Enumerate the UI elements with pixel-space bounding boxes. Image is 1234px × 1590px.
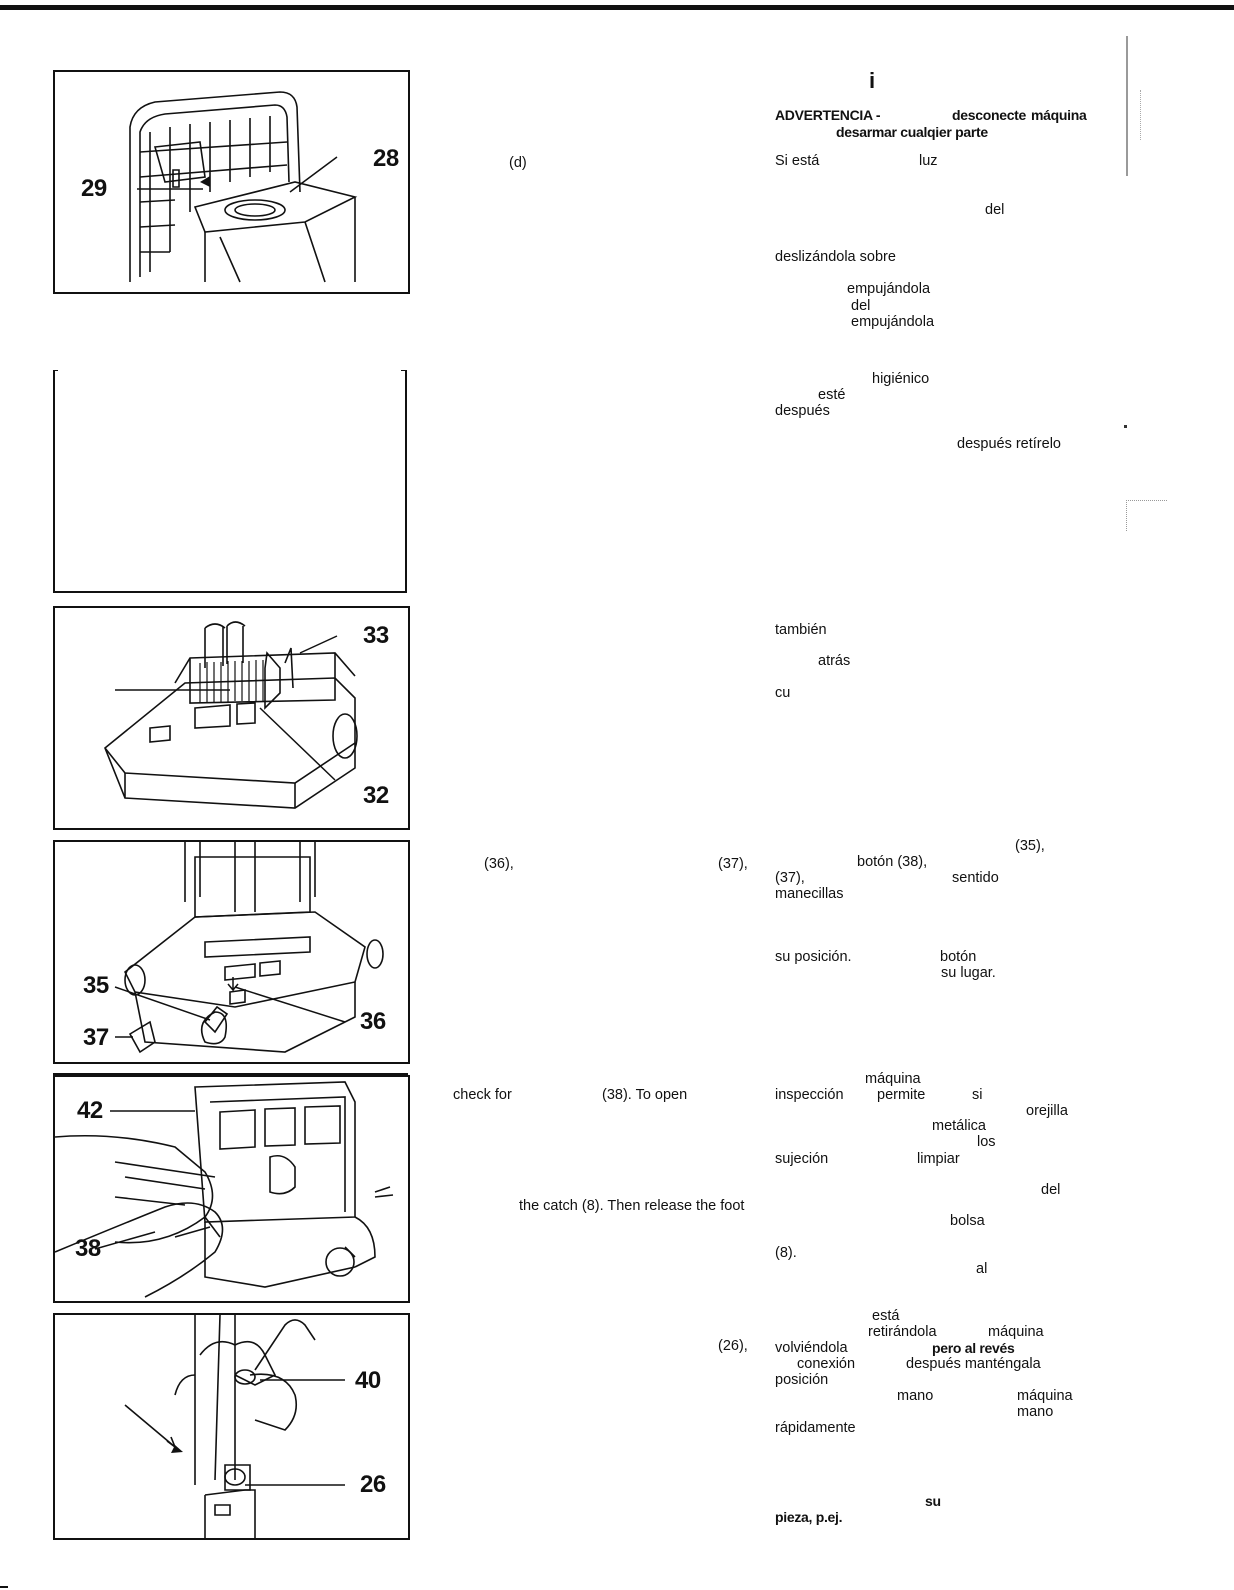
callout-40: 40	[355, 1367, 381, 1394]
spanish-text: (8).	[775, 1245, 797, 1261]
callout-32: 32	[363, 782, 389, 809]
bottom-mark	[0, 1586, 8, 1588]
bracket-left-full	[53, 380, 55, 592]
spanish-text: máquina	[1017, 1388, 1073, 1404]
spanish-text: máquina	[865, 1071, 921, 1087]
english-text: the catch (8). Then release the foot	[519, 1198, 745, 1214]
spanish-text: rápidamente	[775, 1420, 856, 1436]
callout-26: 26	[360, 1471, 386, 1498]
callout-33: 33	[363, 622, 389, 649]
spanish-text: mano	[897, 1388, 934, 1404]
spanish-text: luz	[919, 153, 938, 169]
spanish-text: (37),	[775, 870, 805, 886]
spanish-text: sentido	[952, 870, 999, 886]
spanish-text: higiénico	[872, 371, 930, 387]
spanish-text: volviéndola	[775, 1340, 848, 1356]
scan-noise	[1124, 425, 1127, 428]
spanish-text: si	[972, 1087, 983, 1103]
callout-29: 29	[81, 175, 107, 202]
spanish-text: al	[976, 1261, 988, 1277]
callout-42: 42	[77, 1097, 103, 1124]
spanish-text: su lugar.	[941, 965, 996, 981]
bracket-tl	[53, 370, 58, 371]
callout-35: 35	[83, 972, 109, 999]
scan-noise	[1126, 36, 1128, 176]
spanish-text: después retírelo	[957, 436, 1061, 452]
spanish-text: mano	[1017, 1404, 1054, 1420]
spanish-text: pieza, p.ej.	[775, 1509, 843, 1525]
english-text: (38). To open	[602, 1087, 688, 1103]
callout-36: 36	[360, 1008, 386, 1035]
figure-6: 40 26	[53, 1313, 410, 1540]
spanish-text: botón (38),	[857, 854, 928, 870]
scan-noise	[1140, 90, 1159, 140]
spanish-text: (35),	[1015, 838, 1045, 854]
spanish-text: botón	[940, 949, 977, 965]
spanish-text: después	[775, 403, 830, 419]
spanish-text: desarmar cualqier parte	[836, 124, 988, 140]
spanish-text: máquina	[988, 1324, 1044, 1340]
spanish-text: está	[872, 1308, 900, 1324]
spanish-text: sujeción	[775, 1151, 829, 1167]
warning-label: ADVERTENCIA -	[775, 107, 881, 123]
figure-3: 33 32	[53, 606, 410, 830]
figure-3-illustration	[104, 621, 358, 809]
figure-1: 28 29	[53, 70, 410, 294]
figure-5: 42 38	[53, 1075, 410, 1303]
scan-noise	[1126, 500, 1167, 531]
spanish-text: después manténgala	[906, 1356, 1041, 1372]
figure-5-top-rule	[53, 1073, 408, 1075]
spanish-text: manecillas	[775, 886, 844, 902]
english-text: (26),	[718, 1338, 748, 1354]
top-rule	[0, 5, 1234, 10]
spanish-text: orejilla	[1026, 1103, 1068, 1119]
figure-5-illustration	[55, 1081, 394, 1298]
english-text: (37),	[718, 856, 748, 872]
spanish-text: del	[851, 298, 871, 314]
spanish-text: empujándola	[851, 314, 935, 330]
spanish-text: deslizándola sobre	[775, 249, 896, 265]
spanish-text: del	[1041, 1182, 1061, 1198]
english-text: check for	[453, 1087, 512, 1103]
spanish-text: esté	[818, 387, 846, 403]
spanish-text: cu	[775, 685, 791, 701]
spanish-text: posición	[775, 1372, 829, 1388]
spanish-heading: i	[869, 68, 875, 93]
spanish-text: inspección	[775, 1087, 844, 1103]
spanish-text: permite	[877, 1087, 926, 1103]
spanish-text: limpiar	[917, 1151, 960, 1167]
spanish-text: atrás	[818, 653, 851, 669]
spanish-text: máquina	[1031, 107, 1087, 123]
callout-28: 28	[373, 145, 399, 172]
figure-4: 35 36 37	[53, 840, 410, 1064]
spanish-text: conexión	[797, 1356, 856, 1372]
spanish-text: también	[775, 622, 827, 638]
figure-6-illustration	[124, 1315, 345, 1538]
spanish-text: desconecte	[952, 107, 1027, 123]
spanish-text: su	[925, 1493, 941, 1509]
spanish-text: Si está	[775, 153, 820, 169]
spanish-text: empujándola	[847, 281, 931, 297]
spanish-text: metálica	[932, 1118, 986, 1134]
bracket-left	[53, 370, 55, 380]
spanish-text: los	[977, 1134, 996, 1150]
bracket-right	[405, 370, 407, 592]
spanish-text: su posición.	[775, 949, 852, 965]
callout-37: 37	[83, 1024, 109, 1051]
spanish-text: pero al revés	[932, 1340, 1015, 1356]
spanish-text: del	[985, 202, 1005, 218]
callout-38: 38	[75, 1235, 101, 1262]
english-text: (36),	[484, 856, 514, 872]
figure-1-illustration	[129, 91, 358, 283]
english-text: (d)	[509, 155, 527, 171]
figure-4-illustration	[114, 842, 384, 1054]
spanish-text: bolsa	[950, 1213, 985, 1229]
spanish-text: retirándola	[868, 1324, 937, 1340]
bracket-bottom	[53, 591, 407, 593]
bracket-tr	[401, 370, 406, 371]
